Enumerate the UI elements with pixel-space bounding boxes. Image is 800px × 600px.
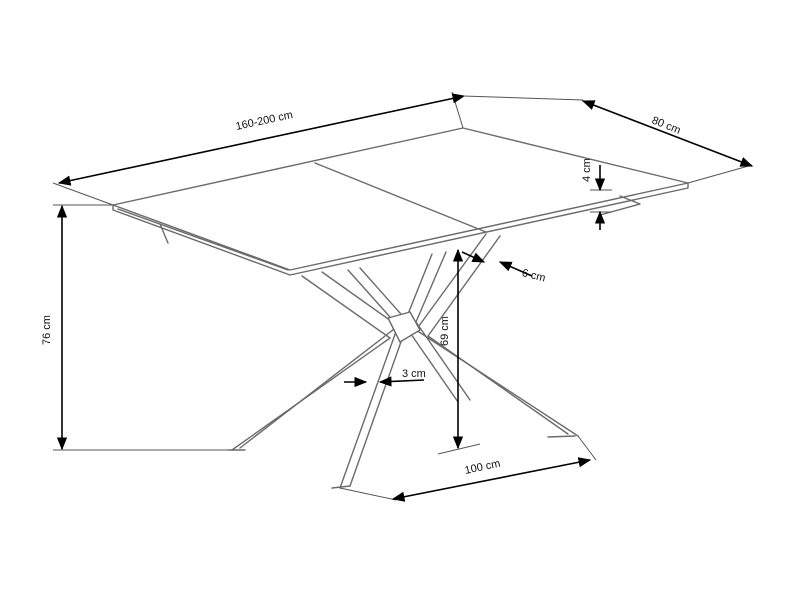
table-legs — [227, 233, 579, 489]
leg-back-left — [339, 269, 399, 489]
table-top-edge-bevel — [117, 208, 289, 271]
base-length-dimension-line — [391, 457, 592, 502]
ext-line — [339, 487, 397, 501]
top-underside-right — [599, 195, 641, 216]
leg-thickness-label: 3 cm — [402, 368, 426, 380]
height-label: 76 cm — [41, 315, 53, 345]
ext-line — [437, 443, 481, 455]
leg-hub — [387, 311, 421, 343]
leg-thickness-arrow-right — [378, 376, 425, 387]
table-top — [112, 127, 689, 276]
dimension-leg-clearance — [437, 248, 481, 455]
ext-line — [577, 435, 597, 461]
ext-line — [687, 164, 753, 184]
dimension-leg-width — [461, 251, 533, 277]
dimension-height — [53, 204, 228, 451]
clearance-label: 69 cm — [439, 316, 451, 346]
leg-back-left-foot — [331, 485, 351, 489]
ext-line — [52, 182, 114, 206]
top-underside-left — [159, 223, 169, 244]
leg-front-right-foot — [547, 435, 576, 438]
dimension-base-length — [339, 435, 597, 502]
table-top-front-edge — [112, 182, 689, 276]
leg-width-arrow-right — [498, 261, 533, 277]
length-dimension-line — [57, 93, 466, 186]
depth-dimension-line — [581, 100, 754, 167]
leg-width-arrow-left — [461, 251, 486, 263]
leg-front-right-inner — [427, 235, 569, 435]
ext-line — [462, 95, 584, 101]
leg-front-left-inner — [239, 271, 399, 449]
leg-front-left — [231, 275, 391, 451]
dimension-length — [52, 91, 466, 206]
thickness-label: 4 cm — [581, 158, 593, 182]
dimension-depth — [462, 95, 754, 184]
table-top-surface — [112, 127, 689, 271]
dimension-leg-thickness — [344, 376, 425, 388]
dimension-top-thickness — [590, 165, 612, 230]
